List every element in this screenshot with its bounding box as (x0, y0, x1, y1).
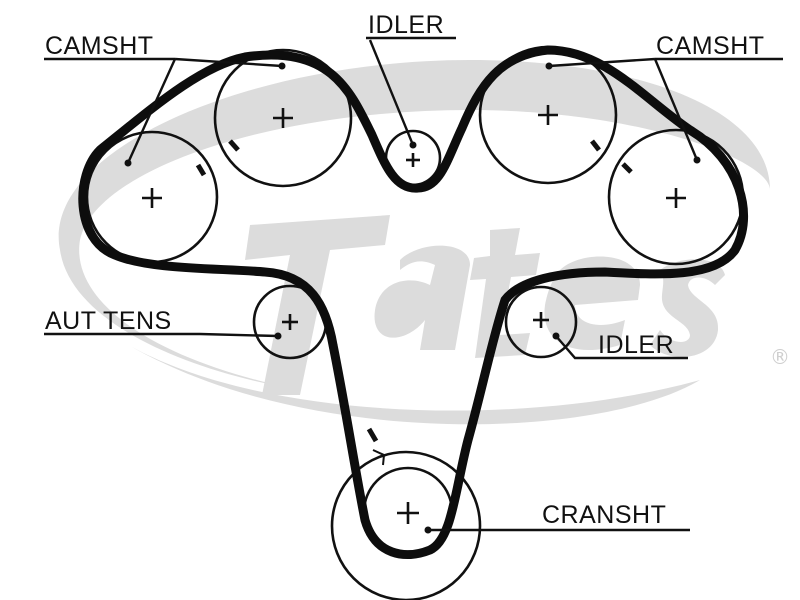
timing-mark-crank (366, 427, 379, 443)
label-idler-right: IDLER (598, 331, 674, 359)
label-idler-top: IDLER (368, 11, 444, 39)
gates-logo-watermark: ® (58, 60, 790, 425)
timing-mark-cam-right-1 (590, 139, 601, 152)
trademark-symbol: ® (770, 345, 790, 369)
timing-belt (78, 45, 749, 560)
timing-mark-cam-left-2 (228, 139, 240, 152)
label-auto-tensioner: AUT TENS (45, 307, 172, 335)
timing-mark-crank-pointer (372, 449, 386, 466)
label-crankshaft: CRANSHT (542, 501, 666, 529)
label-camshaft-right: CAMSHT (656, 32, 765, 60)
timing-marks (195, 139, 633, 466)
label-camshaft-left: CAMSHT (45, 32, 154, 60)
pulley-camshaft-right-lower (607, 128, 745, 266)
labels: CAMSHT IDLER CAMSHT AUT TENS IDLER CRANS… (45, 11, 765, 529)
timing-mark-cam-right-2 (621, 162, 633, 174)
timing-mark-cam-left-1 (195, 163, 207, 177)
leader-lines (44, 36, 783, 532)
